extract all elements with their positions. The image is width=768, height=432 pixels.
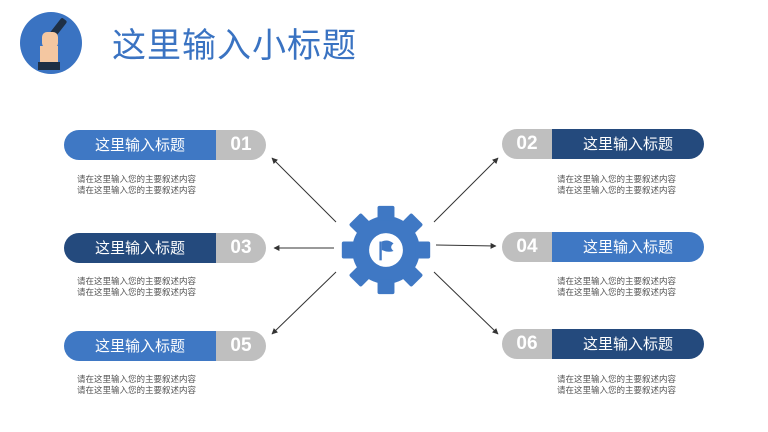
topic-title-03: 这里输入标题: [64, 233, 216, 263]
topic-desc-05-line1: 请在这里输入您的主要叙述内容: [77, 375, 197, 385]
topic-number-04: 04: [502, 232, 552, 262]
topic-desc-05: 请在这里输入您的主要叙述内容 请在这里输入您的主要叙述内容: [77, 375, 196, 397]
topic-pill-01: 这里输入标题 01: [64, 130, 266, 160]
arrow-to-04: [435, 242, 497, 249]
page-title: 这里输入小标题: [112, 26, 357, 66]
arrow-to-05: [271, 271, 337, 335]
topic-desc-06-line2: 请在这里输入您的主要叙述内容: [557, 386, 677, 396]
topic-pill-03: 这里输入标题 03: [64, 233, 266, 263]
topic-pill-05: 这里输入标题 05: [64, 331, 266, 361]
topic-desc-01-line1: 请在这里输入您的主要叙述内容: [77, 175, 197, 185]
topic-pill-06: 06 这里输入标题: [502, 329, 704, 359]
topic-desc-03-line1: 请在这里输入您的主要叙述内容: [77, 277, 197, 287]
topic-number-02: 02: [502, 129, 552, 159]
topic-pill-02: 02 这里输入标题: [502, 129, 704, 159]
topic-title-04: 这里输入标题: [552, 232, 704, 262]
topic-title-06: 这里输入标题: [552, 329, 704, 359]
arrow-to-06: [433, 271, 499, 335]
topic-pill-04: 04 这里输入标题: [502, 232, 704, 262]
hand-pen-logo-icon: [20, 12, 82, 74]
topic-number-03: 03: [216, 233, 266, 263]
arrow-to-01: [271, 157, 337, 223]
topic-desc-06-line1: 请在这里输入您的主要叙述内容: [557, 375, 677, 385]
topic-title-02: 这里输入标题: [552, 129, 704, 159]
topic-title-05: 这里输入标题: [64, 331, 216, 361]
arrow-to-02: [433, 157, 499, 223]
topic-desc-04-line1: 请在这里输入您的主要叙述内容: [557, 277, 677, 287]
topic-number-05: 05: [216, 331, 266, 361]
topic-number-06: 06: [502, 329, 552, 359]
topic-desc-01: 请在这里输入您的主要叙述内容 请在这里输入您的主要叙述内容: [77, 175, 196, 197]
topic-desc-02-line1: 请在这里输入您的主要叙述内容: [557, 175, 677, 185]
gear-flag-icon: [341, 205, 431, 295]
topic-desc-01-line2: 请在这里输入您的主要叙述内容: [77, 186, 197, 196]
topic-desc-03-line2: 请在这里输入您的主要叙述内容: [77, 288, 197, 298]
topic-desc-02-line2: 请在这里输入您的主要叙述内容: [557, 186, 677, 196]
topic-desc-04: 请在这里输入您的主要叙述内容 请在这里输入您的主要叙述内容: [557, 277, 676, 299]
topic-desc-06: 请在这里输入您的主要叙述内容 请在这里输入您的主要叙述内容: [557, 375, 676, 397]
topic-desc-02: 请在这里输入您的主要叙述内容 请在这里输入您的主要叙述内容: [557, 175, 676, 197]
topic-title-01: 这里输入标题: [64, 130, 216, 160]
topic-desc-03: 请在这里输入您的主要叙述内容 请在这里输入您的主要叙述内容: [77, 277, 196, 299]
topic-desc-05-line2: 请在这里输入您的主要叙述内容: [77, 386, 197, 396]
topic-number-01: 01: [216, 130, 266, 160]
topic-desc-04-line2: 请在这里输入您的主要叙述内容: [557, 288, 677, 298]
